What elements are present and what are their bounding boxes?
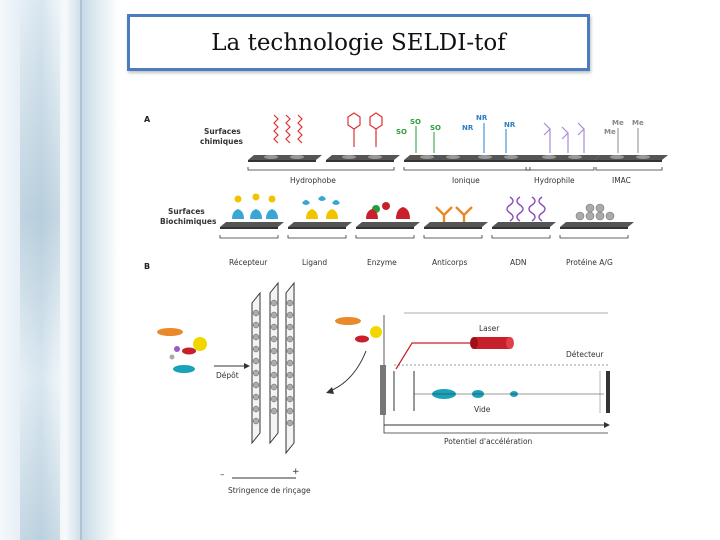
stringence-chips: [251, 281, 295, 455]
nr3-label-c: NR: [462, 124, 474, 132]
chip-proteine-ag: [560, 222, 634, 229]
recepteur-molecules: [232, 193, 278, 219]
me-label-c: Me: [604, 128, 616, 136]
surfaces-biochimiques-label-1: Surfaces: [168, 207, 205, 216]
detecteur-label: Détecteur: [566, 350, 604, 359]
imac-groups: Me Me Me: [604, 119, 644, 153]
chip-anticorps: [424, 222, 488, 229]
proteine-ag-molecules: [575, 203, 615, 221]
adn-molecules: [506, 196, 546, 222]
ligand-molecules: [302, 196, 340, 219]
slide-title: La technologie SELDI-tof: [211, 29, 506, 56]
chip-hydrophobe-1: [248, 155, 322, 162]
laser-cylinder: [470, 337, 514, 349]
surfaces-chimiques-label-2: chimiques: [200, 137, 244, 146]
me-label-b: Me: [632, 119, 644, 127]
stringence-minus: –: [220, 470, 225, 480]
chem-brackets: [247, 167, 663, 171]
hydrophobe-chains: [273, 112, 383, 147]
surfaces-chimiques-label-1: Surfaces: [204, 127, 241, 136]
surfaces-biochimiques-label-2: Biochimiques: [160, 217, 217, 226]
chem-label-imac: IMAC: [612, 176, 631, 185]
bio-label-proteine-ag: Protéine A/G: [566, 258, 613, 267]
bio-label-adn: ADN: [510, 258, 527, 267]
chem-label-hydrophobe: Hydrophobe: [290, 176, 336, 185]
chip-hydrophobe-2: [326, 155, 400, 162]
depot-label: Dépôt: [216, 371, 239, 380]
bio-label-anticorps: Anticorps: [432, 258, 467, 267]
nr3-label-b: NR: [504, 121, 516, 129]
chip-adn: [492, 222, 556, 229]
potentiel-label: Potentiel d'accélération: [444, 437, 533, 446]
bio-label-ligand: Ligand: [302, 258, 327, 267]
title-box: La technologie SELDI-tof: [127, 14, 590, 71]
anticorps-molecules: [435, 206, 473, 222]
panel-b-label: B: [144, 262, 150, 271]
chip-enzyme: [356, 222, 420, 229]
bio-label-enzyme: Enzyme: [367, 258, 397, 267]
vide-label: Vide: [474, 405, 491, 414]
ms-box: Laser Détecteur Vide: [380, 312, 610, 434]
detector-plate: [606, 371, 610, 413]
chip-ionique-2: [462, 155, 536, 162]
ionique-groups: SO SO SO NR NR NR: [396, 114, 516, 153]
sample-mixture: [157, 328, 207, 373]
laser-label: Laser: [479, 324, 500, 333]
stringence-label: Stringence de rinçage: [228, 486, 311, 495]
chem-label-ionique: Ionique: [452, 176, 480, 185]
chip-ligand: [288, 222, 352, 229]
chip-hydrophile: [526, 155, 600, 162]
enzyme-molecules: [366, 202, 410, 219]
bio-brackets: [219, 235, 629, 239]
laser-beam: [395, 342, 470, 370]
bio-label-recepteur: Récepteur: [229, 258, 268, 267]
so3-label-c: SO: [396, 128, 407, 136]
chem-label-hydrophile: Hydrophile: [534, 176, 575, 185]
so3-label-b: SO: [430, 124, 441, 132]
curved-arrow: [329, 350, 367, 392]
me-label-a: Me: [612, 119, 624, 127]
hydrophile-groups: [543, 122, 585, 153]
stringence-plus: +: [292, 467, 300, 477]
chip-ionique-1: [404, 155, 478, 162]
chemical-chips: [248, 155, 668, 162]
seldi-figure: A Surfaces chimiques SO SO SO NR NR NR: [144, 112, 668, 495]
chip-recepteur: [220, 222, 284, 229]
so3-label-a: SO: [410, 118, 421, 126]
sample-plate: [380, 365, 386, 415]
nr3-label-a: NR: [476, 114, 488, 122]
chip-imac: [594, 155, 668, 162]
biochemical-chips: [220, 222, 634, 229]
decorative-sidebar: [0, 0, 118, 540]
retained-molecules: [335, 317, 382, 343]
panel-a-label: A: [144, 115, 151, 124]
